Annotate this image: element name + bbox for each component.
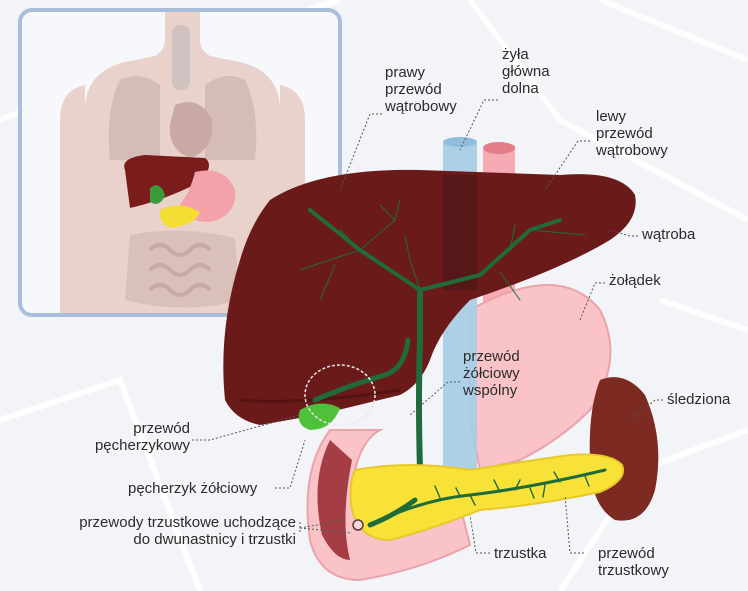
label-liver: wątroba [642,226,695,243]
vena-cava-through-liver [443,175,477,290]
left-lung [205,76,256,160]
label-gallbladder: pęcherzyk żółciowy [128,480,257,497]
label-spleen: śledziona [667,391,730,408]
duct-opening [353,520,363,530]
right-lung [109,76,160,160]
aorta-opening [483,142,515,154]
vena-cava-top [443,137,477,147]
trachea [172,25,190,90]
label-stomach: żołądek [609,272,661,289]
spleen [590,377,659,520]
left-arm-silhouette [60,85,85,320]
label-pancreas: trzustka [494,545,547,562]
pancreas [351,454,624,540]
gallbladder [299,403,340,430]
